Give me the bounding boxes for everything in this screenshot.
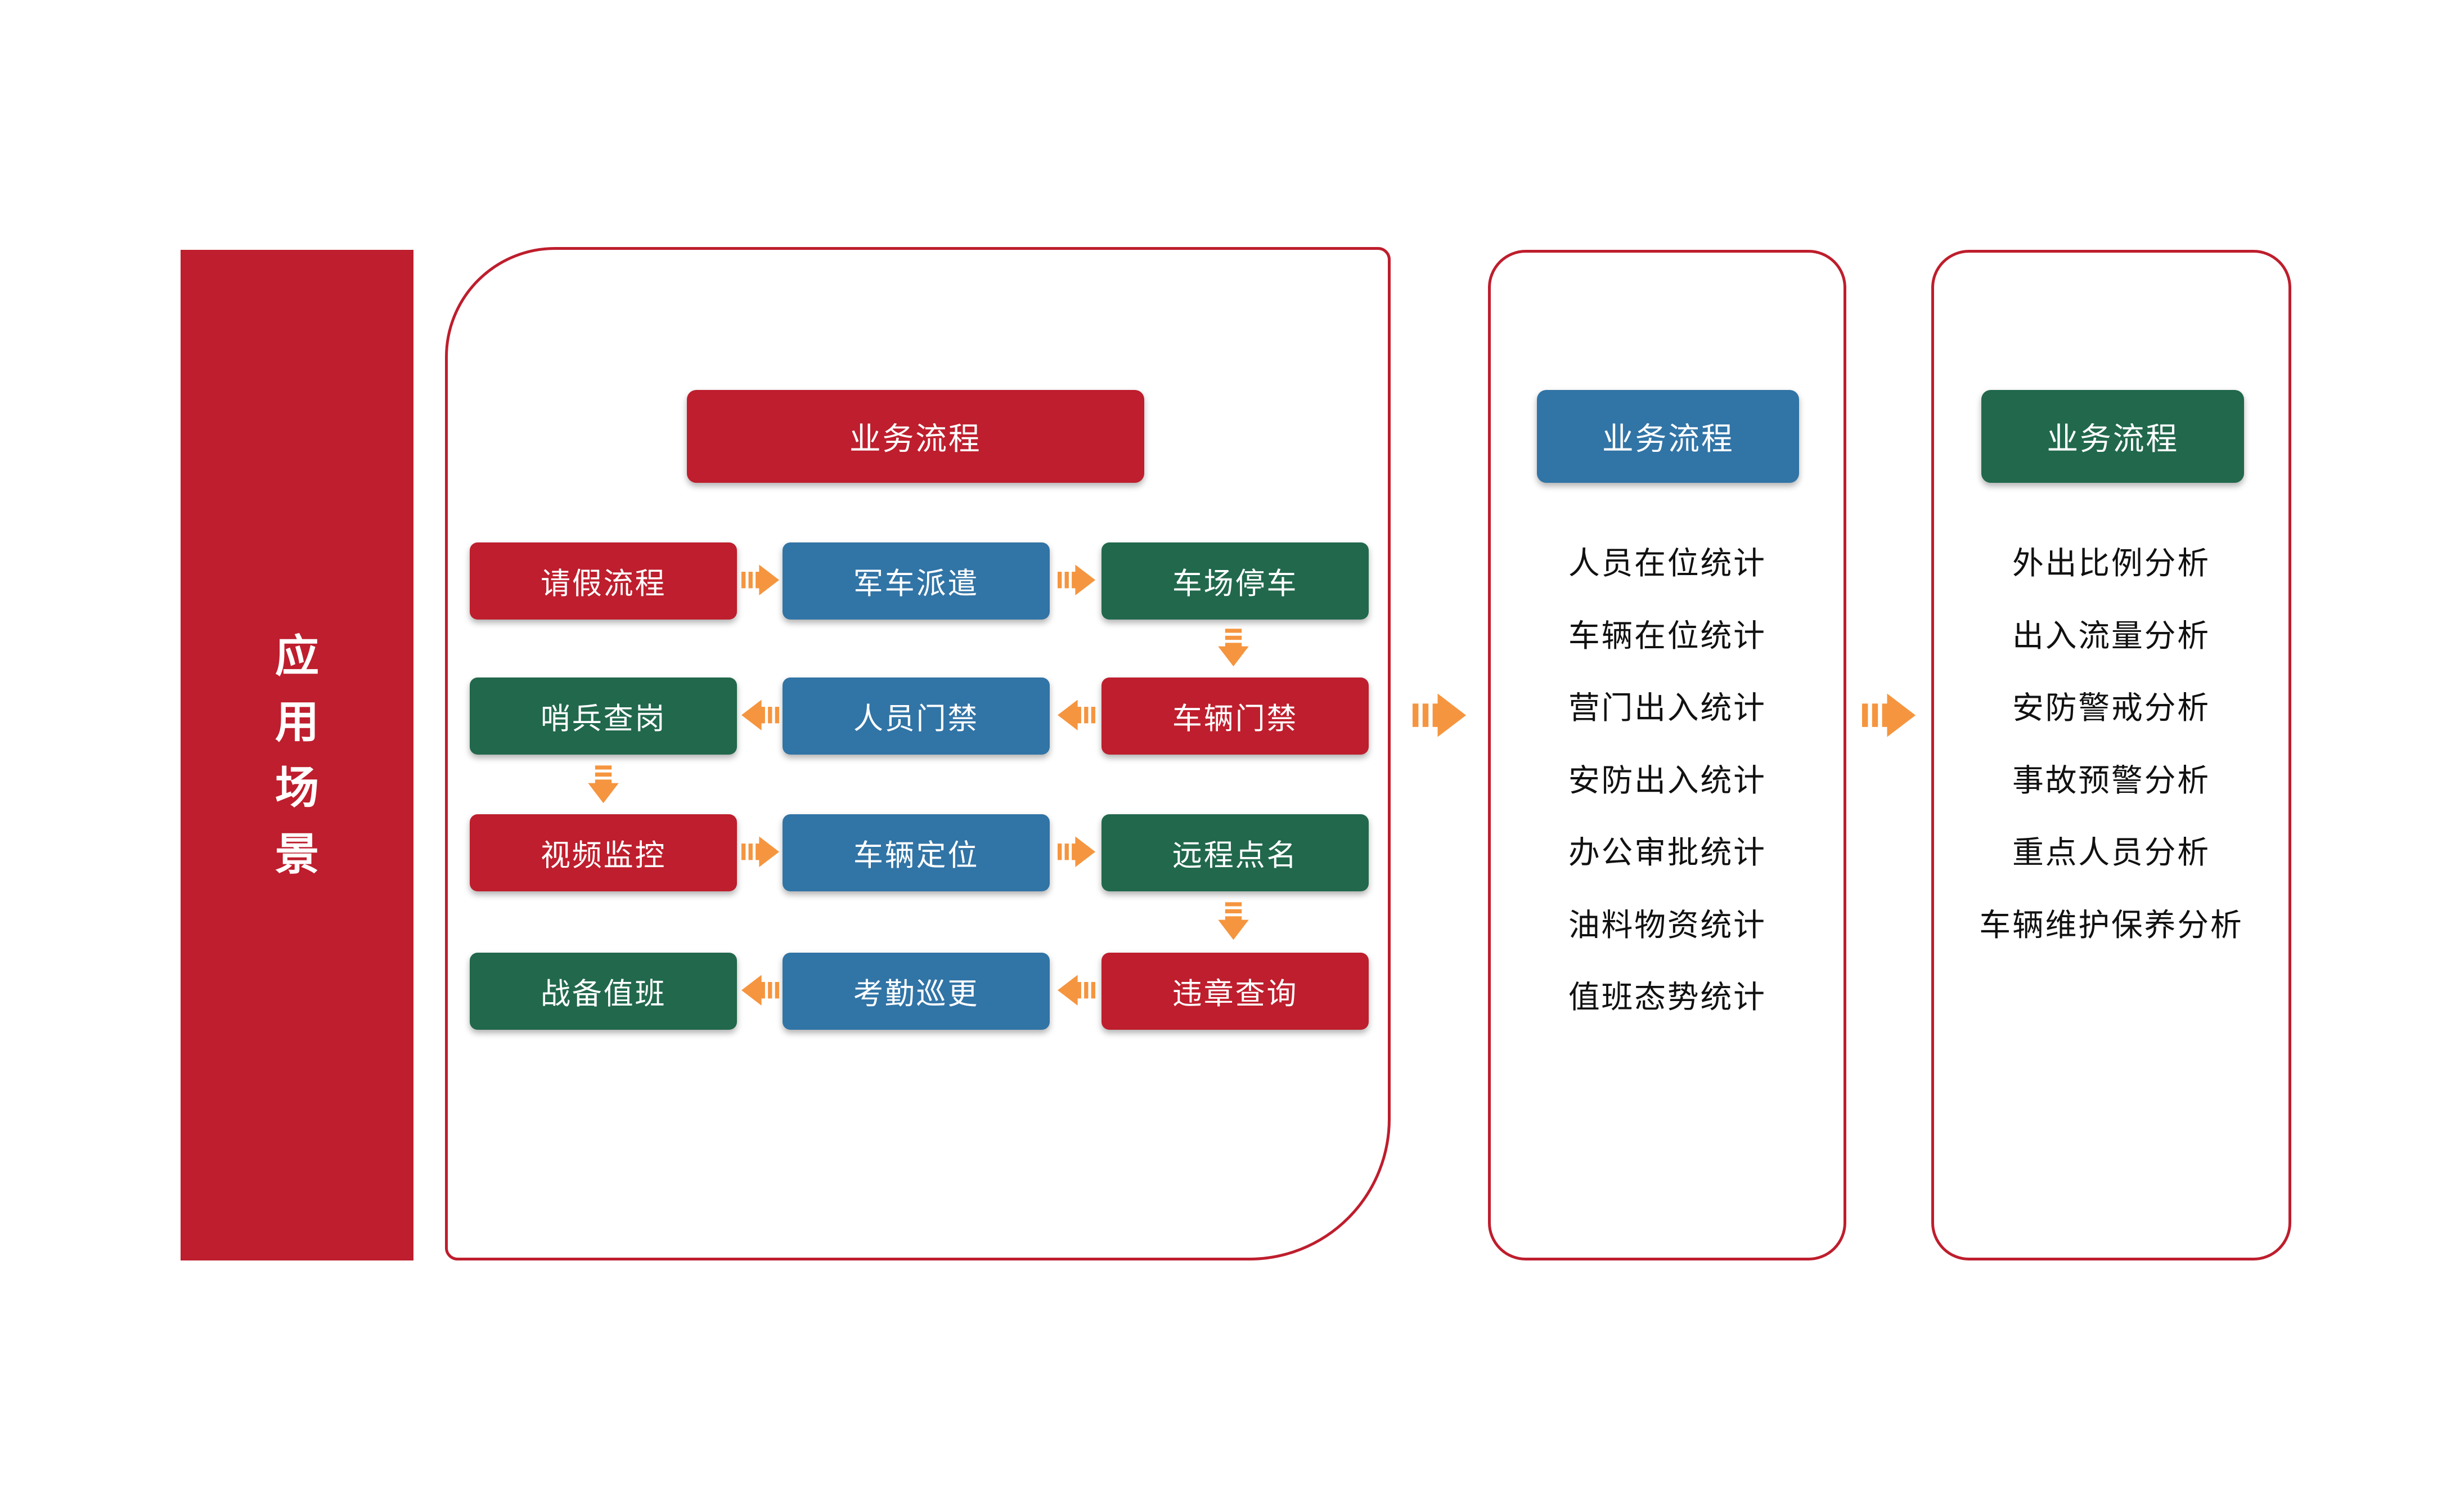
list-item: 油料物资统计 bbox=[1568, 907, 1766, 943]
flow-box-remote-rollcall: 远程点名 bbox=[1101, 814, 1369, 891]
flow-arrow-left-icon bbox=[741, 973, 780, 1007]
list-item: 安防出入统计 bbox=[1568, 762, 1766, 798]
panel-connector-arrow-icon bbox=[1413, 693, 1467, 737]
list-item: 出入流量分析 bbox=[2012, 617, 2210, 653]
flow-arrow-right-icon bbox=[741, 563, 780, 597]
flow-box-vehicle-dispatch: 军车派遣 bbox=[783, 542, 1050, 620]
list-item: 人员在位统计 bbox=[1568, 545, 1766, 581]
flow-arrow-left-icon bbox=[1057, 973, 1095, 1007]
statistics-list: 人员在位统计 车辆在位统计 营门出入统计 安防出入统计 办公审批统计 油料物资统… bbox=[1491, 524, 1843, 1030]
application-scenarios-banner: 应用场景 bbox=[181, 250, 413, 1261]
statistics-panel-header: 业务流程 bbox=[1536, 389, 1800, 483]
list-item: 车辆在位统计 bbox=[1568, 617, 1766, 653]
panel-connector-arrow-icon bbox=[1862, 693, 1916, 737]
flow-box-lot-parking: 车场停车 bbox=[1101, 542, 1369, 620]
flow-arrow-left-icon bbox=[1057, 698, 1095, 732]
analysis-panel-header: 业务流程 bbox=[1981, 389, 2244, 483]
flow-box-vehicle-locating: 车辆定位 bbox=[783, 814, 1050, 891]
flow-arrow-right-icon bbox=[741, 835, 780, 869]
flow-box-attendance-patrol: 考勤巡更 bbox=[783, 952, 1050, 1030]
flow-box-combat-duty: 战备值班 bbox=[470, 952, 738, 1030]
flow-arrow-left-icon bbox=[741, 698, 780, 732]
flow-arrow-down-icon bbox=[586, 765, 621, 804]
flow-arrow-right-icon bbox=[1057, 563, 1095, 597]
flow-box-violation-query: 违章查询 bbox=[1101, 952, 1369, 1030]
flow-arrow-down-icon bbox=[1216, 902, 1251, 940]
list-item: 车辆维护保养分析 bbox=[1979, 907, 2243, 943]
analysis-list: 外出比例分析 出入流量分析 安防警戒分析 事故预警分析 重点人员分析 车辆维护保… bbox=[1934, 524, 2288, 958]
flow-arrow-down-icon bbox=[1216, 629, 1251, 667]
flow-box-personnel-access: 人员门禁 bbox=[783, 677, 1050, 755]
list-item: 外出比例分析 bbox=[2012, 545, 2210, 581]
list-item: 事故预警分析 bbox=[2012, 762, 2210, 798]
list-item: 安防警戒分析 bbox=[2012, 690, 2210, 726]
list-item: 重点人员分析 bbox=[2012, 835, 2210, 871]
list-item: 值班态势统计 bbox=[1568, 979, 1766, 1015]
flow-box-sentry-check: 哨兵查岗 bbox=[470, 677, 738, 755]
flow-arrow-right-icon bbox=[1057, 835, 1095, 869]
flow-box-vehicle-access: 车辆门禁 bbox=[1101, 677, 1369, 755]
flow-box-video-monitor: 视频监控 bbox=[470, 814, 738, 891]
banner-title: 应用场景 bbox=[275, 631, 320, 879]
flow-panel-header: 业务流程 bbox=[686, 389, 1144, 483]
list-item: 营门出入统计 bbox=[1568, 690, 1766, 726]
flow-box-leave-process: 请假流程 bbox=[470, 542, 738, 620]
list-item: 办公审批统计 bbox=[1568, 835, 1766, 871]
